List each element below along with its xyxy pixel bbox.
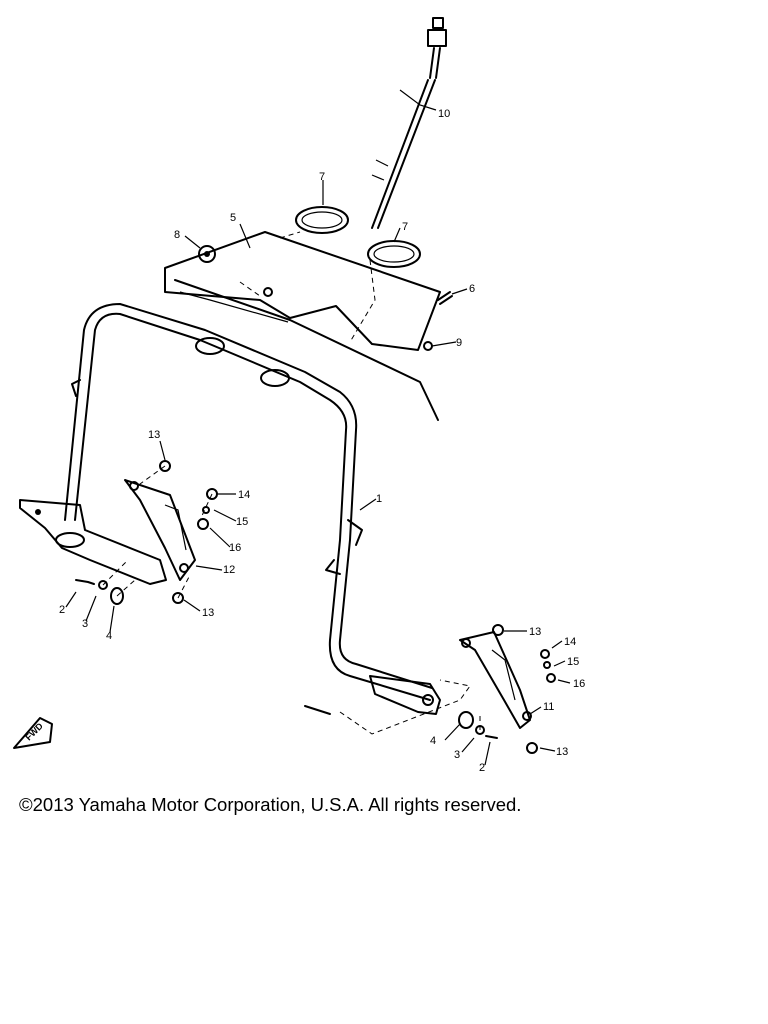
- callout-9: 9: [456, 337, 462, 349]
- callout-7: 7: [319, 171, 325, 183]
- callout-14: 14: [238, 489, 250, 501]
- leader-lines: [65, 89, 571, 766]
- callout-3: 3: [82, 618, 88, 630]
- callout-2: 2: [479, 762, 485, 774]
- callout-3: 3: [454, 749, 460, 761]
- grommet-part: [198, 245, 216, 263]
- callout-4: 4: [430, 735, 436, 747]
- callout-1: 1: [376, 493, 382, 505]
- callout-8: 8: [174, 229, 180, 241]
- callout-16: 16: [229, 542, 241, 554]
- screw-6: [437, 291, 453, 305]
- cable-part: [371, 17, 447, 229]
- right-fasteners: [304, 624, 556, 754]
- callout-13: 13: [148, 429, 160, 441]
- callout-labels: 10 7 7 5 8 6 9 1 13 14 15 16 12 13 2 3 4…: [59, 108, 585, 774]
- callout-16: 16: [573, 678, 585, 690]
- fwd-label: FWD: [23, 720, 45, 742]
- screw-9: [423, 341, 433, 351]
- callout-2: 2: [59, 604, 65, 616]
- callout-10: 10: [438, 108, 450, 120]
- gauge-ring-right: [367, 240, 421, 268]
- callout-5: 5: [230, 212, 236, 224]
- right-clamp: [369, 675, 498, 739]
- left-bracket: [124, 479, 196, 581]
- fwd-arrow-icon: FWD: [13, 717, 53, 749]
- assembly-lines: [102, 231, 481, 735]
- callout-7: 7: [402, 221, 408, 233]
- gauge-ring-left: [295, 206, 349, 234]
- callout-13: 13: [556, 746, 568, 758]
- parts-diagram: 10 7 7 5 8 6 9 1 13 14 15 16 12 13 2 3 4…: [13, 17, 585, 774]
- callout-11: 11: [543, 701, 554, 713]
- left-fasteners: [75, 460, 218, 605]
- callout-12: 12: [223, 564, 235, 576]
- panel-part: [164, 231, 441, 421]
- handlebar-frame: [64, 303, 433, 701]
- callout-4: 4: [106, 630, 112, 642]
- right-bracket: [459, 631, 532, 729]
- callout-15: 15: [567, 656, 579, 668]
- callout-13: 13: [529, 626, 541, 638]
- copyright-notice: ©2013 Yamaha Motor Corporation, U.S.A. A…: [19, 794, 522, 815]
- left-clamp: [19, 499, 167, 585]
- callout-6: 6: [469, 283, 475, 295]
- callout-13: 13: [202, 607, 214, 619]
- callout-14: 14: [564, 636, 576, 648]
- callout-15: 15: [236, 516, 248, 528]
